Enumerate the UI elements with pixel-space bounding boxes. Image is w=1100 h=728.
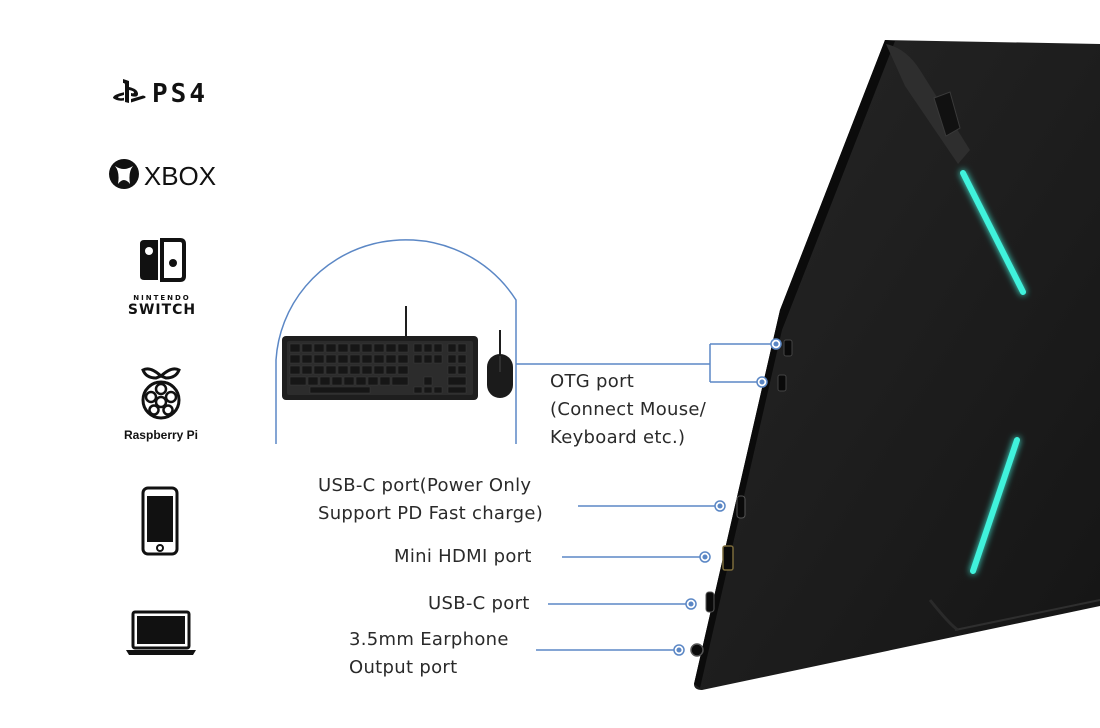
xbox-wordmark: XBOX (143, 160, 217, 191)
smartphone-logo (138, 486, 182, 560)
switch-text-top: NINTENDO (133, 294, 191, 302)
raspberry-pi-icon (134, 364, 188, 426)
earphone-line2: Output port (349, 657, 458, 678)
usbc-power-line1: USB-C port(Power Only (318, 475, 532, 496)
led-light-bars (960, 170, 1026, 574)
laptop-icon (125, 609, 197, 661)
nintendo-switch-logo: NINTENDO SWITCH (112, 232, 212, 322)
led-bar-lower (970, 437, 1020, 574)
mini-hdmi-port-label: Mini HDMI port (394, 546, 532, 567)
usbc-port-label: USB-C port (428, 593, 530, 614)
nintendo-switch-icon (138, 236, 186, 288)
otg-port-label: OTG port (Connect Mouse/ Keyboard etc.) (550, 368, 706, 452)
callout-dots (673, 338, 782, 656)
raspberry-pi-logo: Raspberry Pi (106, 360, 216, 446)
callout-lines (516, 343, 776, 651)
smartphone-icon (141, 486, 179, 560)
ps4-logo: PS4 (92, 74, 228, 114)
usbc-power-line2: Support PD Fast charge) (318, 503, 544, 524)
keyboard-icon (282, 306, 478, 400)
earphone-line1: 3.5mm Earphone (349, 629, 509, 650)
side-ports (690, 339, 793, 657)
peripherals-callout (275, 239, 517, 444)
usbc-power-port-label: USB-C port(Power Only Support PD Fast ch… (318, 472, 543, 528)
mouse-icon (487, 330, 513, 398)
otg-port-line2: (Connect Mouse/ (550, 399, 707, 420)
xbox-logo: XBOX (100, 156, 224, 196)
monitor-back-panel (694, 40, 1100, 690)
switch-text-bottom: SWITCH (127, 302, 197, 318)
xbox-icon (108, 158, 140, 194)
otg-port-line1: OTG port (550, 371, 635, 392)
playstation-icon (112, 77, 148, 111)
raspberry-pi-label: Raspberry Pi (123, 428, 199, 442)
ps4-wordmark: PS4 (152, 79, 208, 109)
led-bar-upper (960, 170, 1026, 295)
otg-port-line3: Keyboard etc.) (550, 427, 686, 448)
laptop-logo (124, 610, 198, 660)
earphone-port-label: 3.5mm Earphone Output port (349, 626, 509, 682)
